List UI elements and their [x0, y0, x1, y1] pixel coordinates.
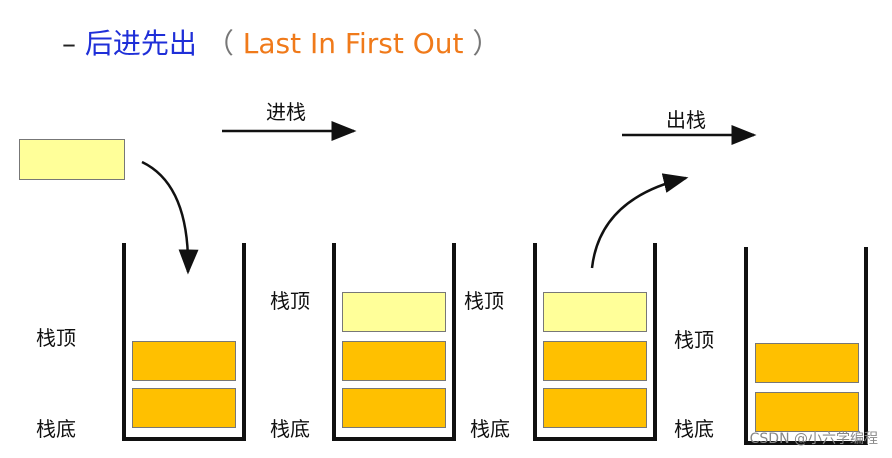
stack-container-4	[744, 247, 868, 445]
page-title: – 后进先出 （ Last In First Out ）	[62, 22, 500, 62]
stack-container-3	[533, 243, 657, 441]
pop-curve-arrow	[590, 173, 689, 269]
stack3-element-middle	[543, 341, 647, 381]
stack3-top-element	[543, 292, 647, 332]
stack2-element-bottom	[342, 388, 446, 428]
stack1-element-top	[132, 341, 236, 381]
title-chinese: 后进先出	[84, 27, 197, 60]
title-english: Last In First Out	[242, 27, 464, 60]
stack3-top-label: 栈顶	[464, 289, 504, 313]
stack3-bottom-label: 栈底	[470, 417, 510, 441]
title-close-paren: ）	[472, 27, 501, 60]
stack3-element-bottom	[543, 388, 647, 428]
pop-label: 出栈	[666, 108, 706, 132]
stack4-bottom-label: 栈底	[674, 417, 714, 441]
stack-container-2	[332, 243, 456, 441]
stack2-bottom-label: 栈底	[270, 417, 310, 441]
stack4-element-bottom	[755, 392, 859, 432]
stack2-element-middle	[342, 341, 446, 381]
push-label: 进栈	[266, 100, 306, 124]
incoming-element	[19, 139, 125, 180]
title-open-paren: （	[205, 27, 234, 60]
title-dash: –	[62, 27, 76, 60]
push-curve-arrow	[141, 160, 199, 275]
stack1-element-bottom	[132, 388, 236, 428]
stack2-pushed-element	[342, 292, 446, 332]
stack-container-1	[122, 243, 246, 441]
stack4-top-label: 栈顶	[674, 328, 714, 352]
stack1-bottom-label: 栈底	[36, 417, 76, 441]
stack2-top-label: 栈顶	[270, 289, 310, 313]
watermark: CSDN @小六学编程	[749, 431, 878, 447]
stack1-top-label: 栈顶	[36, 326, 76, 350]
stack4-element-top	[755, 343, 859, 383]
